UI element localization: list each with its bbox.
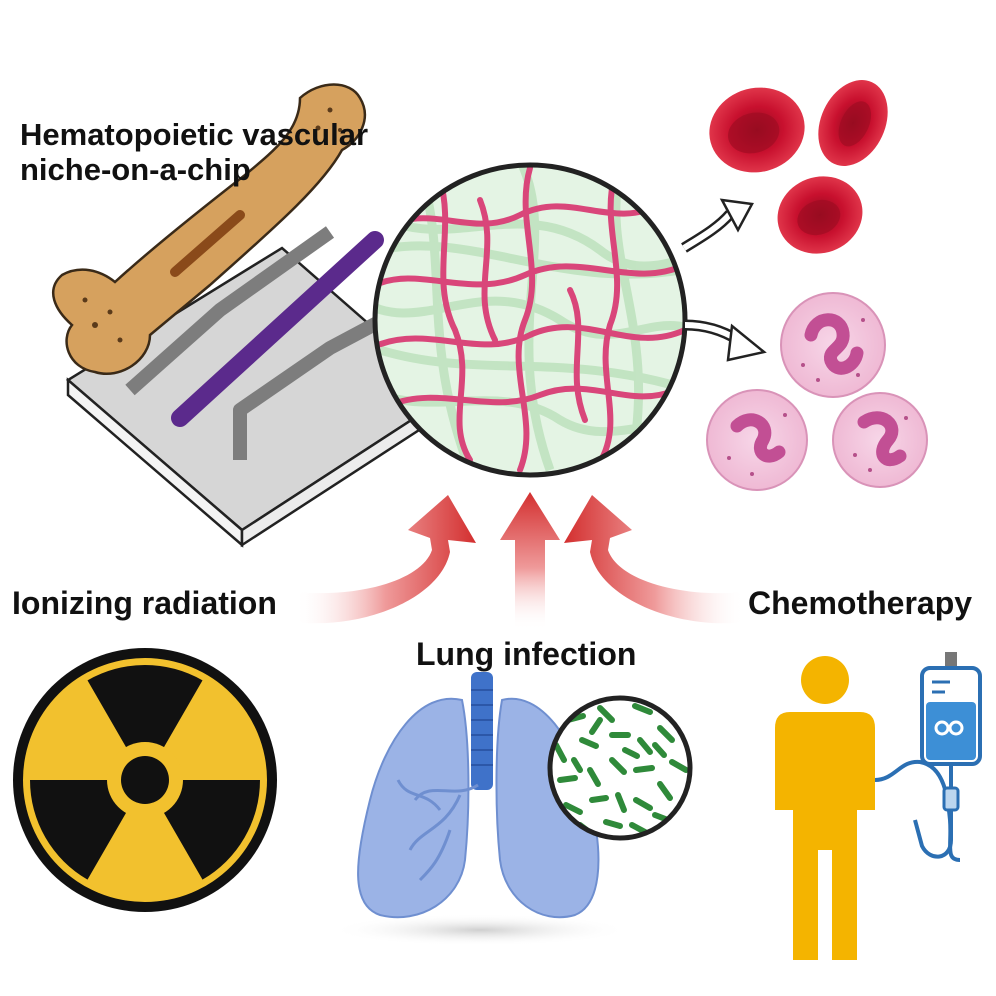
- title-line-1: Hematopoietic vascular: [20, 117, 369, 152]
- label-lung-infection: Lung infection: [416, 636, 637, 672]
- person-head: [801, 656, 849, 704]
- title-line-2: niche-on-a-chip: [20, 151, 251, 187]
- neutrophils: [706, 292, 928, 491]
- label-chemotherapy: Chemotherapy: [748, 585, 973, 621]
- rbc-cell: [777, 176, 863, 254]
- red-blood-cells: [709, 80, 888, 254]
- output-arrow-rbc: [681, 198, 754, 253]
- arrow-lung-infection: [500, 492, 560, 630]
- neutrophil-cell: [780, 292, 886, 398]
- chip-channel: [171, 231, 384, 427]
- person-body: [775, 712, 875, 960]
- femur-bone-icon: [52, 83, 366, 375]
- iv-bag-icon: [913, 652, 982, 859]
- radiation-symbol-icon: [13, 648, 277, 912]
- rbc-cell: [709, 87, 805, 173]
- arrow-radiation: [295, 495, 476, 624]
- vascular-niche-magnified-view: [372, 162, 688, 478]
- diagram-title: Hematopoietic vascular niche-on-a-chip: [20, 117, 369, 187]
- rbc-cell: [818, 80, 888, 166]
- neutrophil-cell: [832, 392, 928, 488]
- output-arrow-neutrophil: [684, 319, 767, 362]
- bacteria-magnified-view: [547, 695, 693, 841]
- arrow-chemotherapy: [564, 495, 745, 624]
- label-ionizing-radiation: Ionizing radiation: [12, 585, 277, 621]
- patient-with-iv-icon: [775, 652, 982, 960]
- neutrophil-cell: [706, 389, 808, 491]
- chip-device: [65, 226, 453, 548]
- lungs-icon: [330, 672, 630, 946]
